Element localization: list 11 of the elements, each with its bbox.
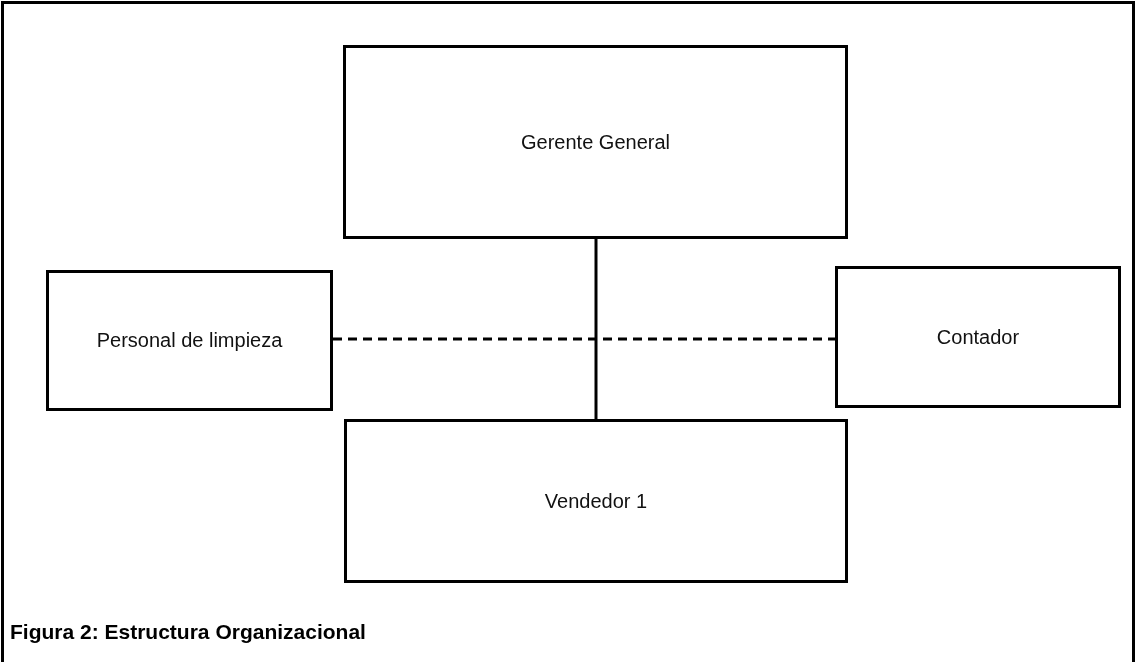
role-label: Contador (936, 324, 1020, 350)
dashed-connector (333, 337, 835, 341)
connector-line (594, 239, 598, 419)
role-label: Vendedor 1 (544, 488, 648, 514)
role-box (343, 45, 848, 239)
role-label: Gerente General (521, 129, 670, 155)
role-box (344, 419, 848, 583)
figure-caption: Figura 2: Estructura Organizacional (10, 620, 366, 644)
role-box (835, 266, 1121, 408)
role-box (46, 270, 333, 411)
role-label: Personal de limpieza (96, 328, 283, 353)
